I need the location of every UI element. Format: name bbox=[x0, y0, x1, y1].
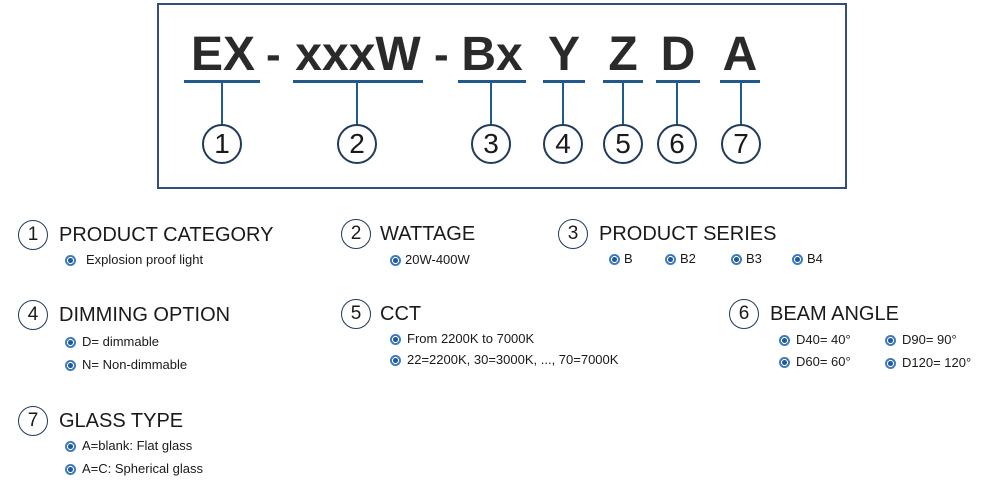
code-number-5: 5 bbox=[603, 124, 643, 164]
legend-number: 2 bbox=[341, 219, 371, 249]
legend-item: D90= 90° bbox=[885, 332, 957, 348]
code-separator: - bbox=[434, 30, 449, 79]
code-number-6: 6 bbox=[657, 124, 697, 164]
code-number-2: 2 bbox=[337, 124, 377, 164]
code-segment-ex: EX bbox=[190, 28, 256, 81]
segment-underline bbox=[293, 80, 423, 83]
legend-number: 6 bbox=[729, 299, 759, 329]
legend-item: A=blank: Flat glass bbox=[65, 438, 192, 454]
legend-item: From 2200K to 7000K bbox=[390, 331, 534, 347]
segment-underline bbox=[656, 80, 700, 83]
legend-title-product-series: PRODUCT SERIES bbox=[599, 223, 777, 245]
legend-item: B bbox=[609, 251, 633, 267]
bullet-diamond-icon bbox=[65, 463, 76, 475]
legend-item: B3 bbox=[731, 251, 762, 267]
legend-item: 22=2200K, 30=3000K, ..., 70=7000K bbox=[390, 352, 618, 368]
legend-item: D120= 120° bbox=[885, 355, 971, 371]
segment-underline bbox=[458, 80, 526, 83]
code-segment-wattage: xxxW bbox=[295, 28, 421, 81]
legend-item: D40= 40° bbox=[779, 332, 851, 348]
bullet-diamond-icon bbox=[65, 440, 76, 452]
code-separator: - bbox=[266, 30, 281, 79]
legend-title-dimming-option: DIMMING OPTION bbox=[59, 304, 231, 326]
legend-title-glass-type: GLASS TYPE bbox=[59, 410, 184, 432]
code-number-4: 4 bbox=[543, 124, 583, 164]
legend-number: 1 bbox=[18, 220, 48, 250]
connector-line bbox=[562, 82, 564, 124]
bullet-diamond-icon bbox=[665, 253, 676, 265]
connector-line bbox=[221, 82, 223, 124]
legend-item: D= dimmable bbox=[65, 334, 159, 350]
bullet-diamond-icon bbox=[65, 254, 76, 266]
bullet-diamond-icon bbox=[390, 354, 401, 366]
segment-underline bbox=[720, 80, 760, 83]
bullet-diamond-icon bbox=[885, 334, 896, 346]
legend-title-cct: CCT bbox=[380, 303, 422, 325]
legend-number: 4 bbox=[18, 300, 48, 330]
bullet-diamond-icon bbox=[609, 253, 620, 265]
legend-title-wattage: WATTAGE bbox=[380, 223, 476, 245]
bullet-diamond-icon bbox=[731, 253, 742, 265]
model-code-box bbox=[157, 3, 847, 189]
legend-item: A=C: Spherical glass bbox=[65, 461, 203, 477]
connector-line bbox=[356, 82, 358, 124]
bullet-diamond-icon bbox=[779, 356, 790, 368]
bullet-diamond-icon bbox=[390, 333, 401, 345]
legend-number: 5 bbox=[341, 299, 371, 329]
code-segment-dimming: Y bbox=[547, 28, 580, 81]
code-number-1: 1 bbox=[202, 124, 242, 164]
bullet-diamond-icon bbox=[792, 253, 803, 265]
legend-item: D60= 60° bbox=[779, 354, 851, 370]
legend-item: 20W-400W bbox=[390, 252, 470, 268]
code-number-7: 7 bbox=[721, 124, 761, 164]
segment-underline bbox=[184, 80, 260, 83]
legend-title-product-category: PRODUCT CATEGORY bbox=[59, 224, 274, 246]
legend-item: N= Non-dimmable bbox=[65, 357, 187, 373]
legend-item: B2 bbox=[665, 251, 696, 267]
bullet-diamond-icon bbox=[885, 357, 896, 369]
bullet-diamond-icon bbox=[65, 336, 76, 348]
bullet-diamond-icon bbox=[390, 254, 401, 266]
connector-line bbox=[622, 82, 624, 124]
code-segment-cct: Z bbox=[608, 28, 638, 81]
legend-item: Explosion proof light bbox=[65, 252, 203, 268]
segment-underline bbox=[543, 80, 585, 83]
legend-number: 7 bbox=[18, 406, 48, 436]
legend-number: 3 bbox=[558, 219, 588, 249]
bullet-diamond-icon bbox=[65, 359, 76, 371]
connector-line bbox=[676, 82, 678, 124]
code-segment-glass: A bbox=[722, 28, 758, 81]
code-number-3: 3 bbox=[471, 124, 511, 164]
code-segment-series: Bx bbox=[461, 28, 523, 81]
bullet-diamond-icon bbox=[779, 334, 790, 346]
connector-line bbox=[740, 82, 742, 124]
segment-underline bbox=[603, 80, 643, 83]
legend-title-beam-angle: BEAM ANGLE bbox=[770, 303, 899, 325]
legend-item: B4 bbox=[792, 251, 823, 267]
code-segment-beam: D bbox=[660, 28, 696, 81]
connector-line bbox=[490, 82, 492, 124]
